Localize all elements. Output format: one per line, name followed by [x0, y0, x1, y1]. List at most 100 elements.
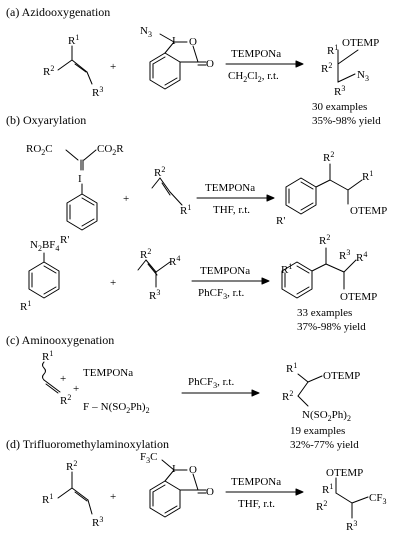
label-r2-pb1: R2 [323, 150, 334, 164]
arrow-a: TEMPONa CH2Cl2, r.t. [225, 48, 304, 84]
label-f3c: F3C [140, 451, 157, 465]
product-a-r3: R3 [334, 84, 345, 98]
label-r1-b1: R1 [180, 203, 191, 217]
label-oxygen-ring-d: O [189, 464, 197, 476]
section-b-header: (b) Oxyarylation [6, 113, 86, 127]
label-n3: N3 [140, 25, 152, 39]
label-oxygen-carbonyl-d: O [206, 486, 214, 498]
label-r2-pb2: R2 [319, 233, 330, 247]
product-a-n3: N3 [357, 69, 369, 83]
label-r2-b1: R2 [154, 165, 165, 179]
label-r1-diazo: R1 [20, 299, 31, 313]
plus-sign-c1: + [60, 373, 66, 385]
reagent-b1-top: TEMPONa [205, 182, 255, 194]
product-a-r2: R2 [321, 61, 332, 75]
azido-benziodoxolone: N3 I O O [140, 25, 214, 90]
section-c-examples: 19 examples [290, 425, 345, 437]
label-iodine-d: I [172, 463, 176, 475]
iodonium-ylide: RO2C CO2R I R' [26, 143, 124, 246]
label-r1-c: R1 [42, 349, 53, 363]
section-b: (b) Oxyarylation RO2C CO2R I R' + R2 R1 [6, 113, 387, 333]
label-iodine-b: I [78, 173, 82, 185]
product-c-nso2ph2: N(SO2Ph)2 [302, 409, 351, 423]
plus-sign-c2: + [73, 383, 79, 395]
section-c-header: (c) Aminooxygenation [6, 333, 114, 347]
reagent-b1-bottom: THF, r.t. [213, 204, 250, 216]
label-r1-pb2: R1 [281, 262, 292, 276]
label-r2-pc: R2 [282, 389, 293, 403]
reagent-b2-top: TEMPONa [200, 265, 250, 277]
section-b-examples: 33 examples [297, 307, 352, 319]
section-a-yield: 35%-98% yield [312, 115, 381, 127]
label-r1: R1 [68, 33, 79, 47]
reagent-d-top: TEMPONa [231, 476, 281, 488]
reagent-c-temponna: TEMPONa [83, 367, 133, 379]
plus-sign: + [110, 61, 116, 73]
label-oxygen-carbonyl: O [206, 58, 214, 70]
label-rprime-pb1: R' [276, 215, 285, 227]
section-c-yield: 32%-77% yield [290, 439, 359, 451]
label-r1-pd: R1 [322, 482, 333, 496]
label-r2-b2: R2 [140, 247, 151, 261]
label-r1-pb1: R1 [362, 169, 373, 183]
label-r2-pd: R2 [316, 499, 327, 513]
arrow-b2: TEMPONa PhCF3, r.t. [191, 265, 270, 301]
product-b2-otemp: OTEMP [340, 291, 377, 303]
product-d-cf3: CF3 [369, 492, 386, 506]
plus-sign-d: + [110, 491, 116, 503]
label-r3-b2: R3 [149, 288, 160, 302]
reagent-a-bottom: CH2Cl2, r.t. [228, 70, 279, 84]
reagent-b2-bottom: PhCF3, r.t. [198, 287, 244, 301]
label-r3: R3 [92, 85, 103, 99]
product-b1: R2 R1 OTEMP R' [276, 150, 387, 227]
reagent-c-nfsi: F–N(SO2Ph)2 [83, 401, 150, 415]
label-co2r: CO2R [97, 143, 124, 157]
reagent-c-top: PhCF3, r.t. [188, 376, 234, 390]
label-r2-c: R2 [60, 393, 71, 407]
section-a-header: (a) Azidooxygenation [6, 5, 110, 19]
togni-reagent: F3C I O O [140, 451, 214, 518]
label-iodine: I [172, 35, 176, 47]
product-a: R1 OTEMP R2 N3 R3 [321, 37, 379, 98]
label-r4-b2: R4 [169, 254, 180, 268]
product-b2: R1 R2 R3 R4 OTEMP [281, 233, 377, 303]
label-r3-pd: R3 [346, 519, 357, 533]
section-a: (a) Azidooxygenation R1 R2 R3 + N [6, 5, 381, 127]
alkene-b1: R2 R1 [151, 165, 191, 217]
label-r3-pb2: R3 [339, 248, 350, 262]
section-d: (d) Trifluoromethylaminoxylation R2 R1 R… [6, 437, 386, 533]
section-a-examples: 30 examples [312, 101, 367, 113]
section-b-yield: 37%-98% yield [297, 321, 366, 333]
alkene-c: R1 R2 [42, 349, 71, 407]
product-a-r1: R1 [327, 43, 338, 57]
reagent-d-bottom: THF, r.t. [238, 498, 275, 510]
arrow-c: PhCF3, r.t. [181, 376, 260, 397]
alkene-b2: R2 R4 R3 [137, 247, 180, 302]
section-c: (c) Aminooxygenation R1 R2 + TEMPONa + F… [6, 333, 360, 451]
label-ro2c: RO2C [26, 143, 53, 157]
label-rprime-b: R' [60, 234, 69, 246]
plus-sign: + [123, 193, 129, 205]
product-d-otemp: OTEMP [326, 467, 363, 479]
aryl-diazonium: N2BF4 R1 [20, 239, 60, 313]
product-a-otemp: OTEMP [342, 37, 379, 49]
label-n2bf4: N2BF4 [30, 239, 59, 253]
reagent-a-top: TEMPONa [231, 48, 281, 60]
label-oxygen-ring: O [189, 36, 197, 48]
label-r3-d: R3 [92, 515, 103, 529]
arrow-d: TEMPONa THF, r.t. [225, 476, 304, 510]
plus-sign: + [110, 277, 116, 289]
product-d: OTEMP R1 R2 CF3 R3 [316, 467, 386, 533]
arrow-b1: TEMPONa THF, r.t. [196, 182, 275, 216]
label-r1-pc: R1 [286, 361, 297, 375]
product-c: R1 OTEMP R2 N(SO2Ph)2 [282, 361, 360, 423]
section-a-alkene: R1 R2 R3 [43, 33, 103, 99]
label-r2-d: R2 [66, 459, 77, 473]
label-r1-d: R1 [42, 492, 53, 506]
section-d-header: (d) Trifluoromethylaminoxylation [6, 437, 169, 451]
product-b1-otemp: OTEMP [350, 205, 387, 217]
product-c-otemp: OTEMP [323, 370, 360, 382]
label-r4-pb2: R4 [356, 250, 367, 264]
label-r2: R2 [43, 64, 54, 78]
